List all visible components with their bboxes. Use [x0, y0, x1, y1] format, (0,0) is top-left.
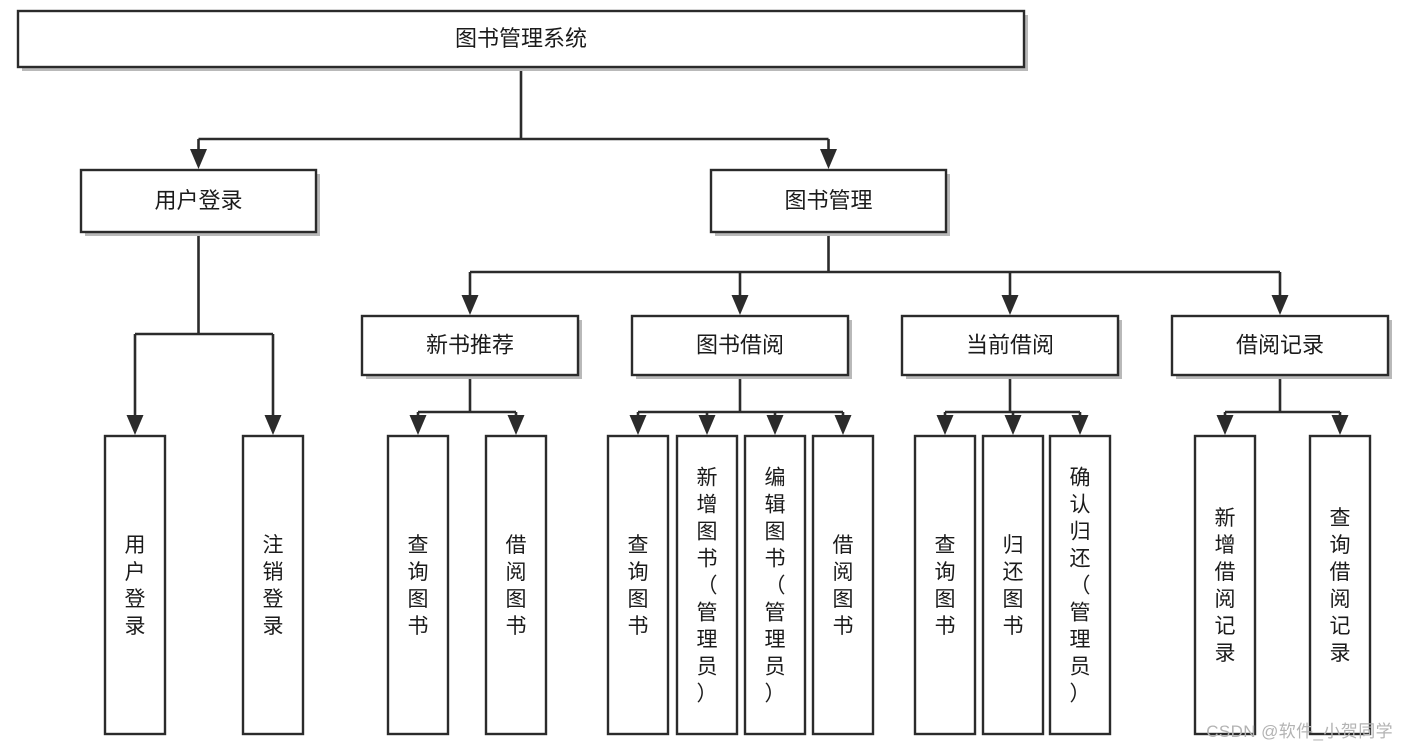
node-label: 图书借阅	[696, 332, 784, 357]
leaf-edit-book-admin[interactable]: 编辑图书（管理员）	[743, 434, 807, 736]
leaf-user-login[interactable]: 用户登录	[103, 434, 167, 736]
leaf-borrow-book-1[interactable]: 借阅图书	[484, 434, 548, 736]
node-label: 新增图书（管理员）	[697, 467, 718, 706]
leaf-return-book[interactable]: 归还图书	[981, 434, 1045, 736]
node-label: 借阅图书	[506, 534, 527, 638]
node-book-borrow[interactable]: 图书借阅	[630, 314, 852, 379]
leaf-query-book-2[interactable]: 查询图书	[606, 434, 670, 736]
leaf-add-book-admin[interactable]: 新增图书（管理员）	[675, 434, 739, 736]
node-label: 查询借阅记录	[1330, 507, 1351, 665]
node-label: 归还图书	[1003, 534, 1024, 638]
node-label: 借阅记录	[1236, 332, 1324, 357]
leaf-borrow-book-2[interactable]: 借阅图书	[811, 434, 875, 736]
node-label: 编辑图书（管理员）	[765, 467, 786, 706]
node-label: 新增借阅记录	[1215, 507, 1236, 665]
node-borrow-record[interactable]: 借阅记录	[1170, 314, 1392, 379]
node-label: 注销登录	[263, 534, 284, 638]
node-label: 查询图书	[628, 534, 649, 638]
node-label: 用户登录	[125, 534, 146, 638]
leaf-logout[interactable]: 注销登录	[241, 434, 305, 736]
leaf-confirm-return-admin[interactable]: 确认归还（管理员）	[1048, 434, 1112, 736]
leaf-add-borrow-record[interactable]: 新增借阅记录	[1193, 434, 1257, 736]
node-label: 当前借阅	[966, 332, 1054, 357]
node-label: 确认归还（管理员）	[1070, 467, 1091, 706]
node-label: 借阅图书	[833, 534, 854, 638]
node-layer: 图书管理系统用户登录图书管理新书推荐图书借阅当前借阅借阅记录用户登录注销登录查询…	[16, 9, 1392, 736]
node-user-login[interactable]: 用户登录	[79, 168, 320, 236]
node-book-manage[interactable]: 图书管理	[709, 168, 950, 236]
node-root-system[interactable]: 图书管理系统	[16, 9, 1028, 71]
node-label: 查询图书	[408, 534, 429, 638]
node-label: 新书推荐	[426, 332, 514, 357]
node-label: 图书管理系统	[455, 26, 587, 51]
node-label: 图书管理	[784, 188, 872, 213]
node-current-borrow[interactable]: 当前借阅	[900, 314, 1122, 379]
leaf-query-borrow-record[interactable]: 查询借阅记录	[1308, 434, 1372, 736]
connector-layer	[126, 67, 1349, 435]
node-label: 用户登录	[154, 188, 242, 213]
leaf-query-book-3[interactable]: 查询图书	[913, 434, 977, 736]
leaf-query-book-1[interactable]: 查询图书	[386, 434, 450, 736]
node-new-book-recommend[interactable]: 新书推荐	[360, 314, 582, 379]
node-label: 查询图书	[935, 534, 956, 638]
